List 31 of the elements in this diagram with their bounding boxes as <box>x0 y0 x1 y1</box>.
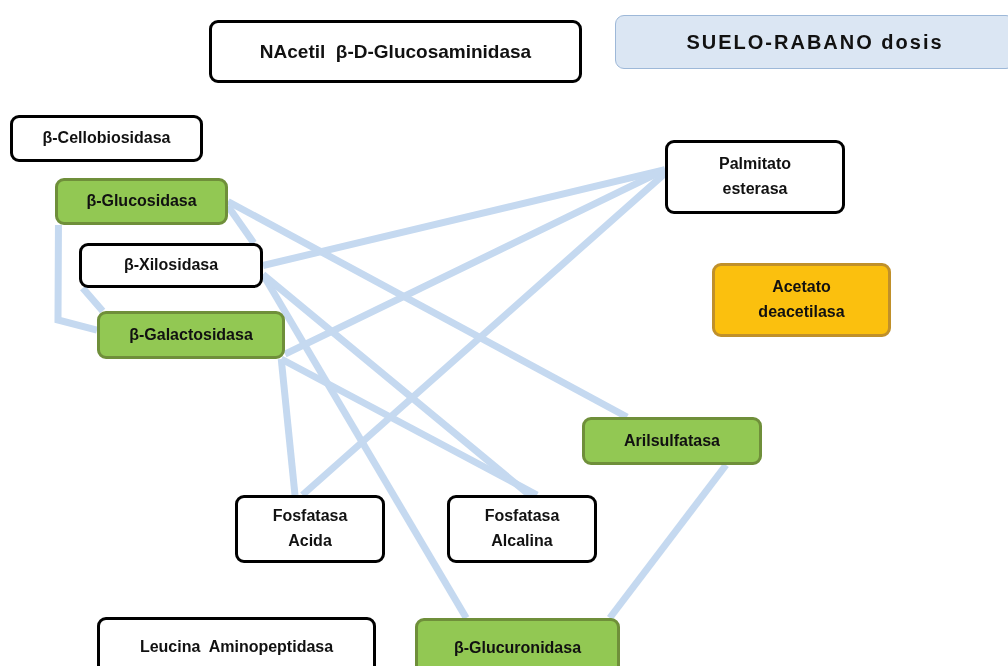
enzyme-label: Acetato deacetilasa <box>757 277 846 322</box>
title-text: SUELO-RABANO dosis <box>686 29 944 55</box>
enzyme-box <box>582 417 762 465</box>
enzyme-label: β-Cellobiosidasa <box>42 128 171 149</box>
enzyme-label: Palmitato esterasa <box>718 154 792 199</box>
enzyme-label: β-Galactosidasa <box>129 324 253 345</box>
enzyme-box <box>97 311 285 359</box>
enzyme-box <box>10 115 203 162</box>
enzyme-label: β-Glucosidasa <box>86 191 197 212</box>
connector-line <box>54 225 98 334</box>
enzyme-label: Arilsulfatasa <box>623 430 720 451</box>
enzyme-label: β-Xilosidasa <box>123 255 219 276</box>
enzyme-label: NAcetil β-D-Glucosaminidasa <box>259 39 532 64</box>
enzyme-box <box>447 495 597 563</box>
enzyme-box <box>415 618 620 666</box>
enzyme-label: Leucina Aminopeptidasa <box>139 636 334 657</box>
enzyme-box <box>665 140 845 214</box>
enzyme-box <box>235 495 385 563</box>
connector-line <box>262 166 666 269</box>
enzyme-label: β-Glucuronidasa <box>453 637 582 658</box>
enzyme-box <box>712 263 891 337</box>
enzyme-box <box>209 20 582 83</box>
connector-line <box>277 358 299 496</box>
enzyme-label: Fosfatasa Alcalina <box>483 506 561 551</box>
connector-line <box>80 285 106 314</box>
connector-line <box>283 166 667 358</box>
title-box <box>615 15 1008 69</box>
enzyme-label: Fosfatasa Acida <box>271 506 349 551</box>
enzyme-box <box>55 178 228 225</box>
enzyme-box <box>79 243 263 288</box>
enzyme-box <box>97 617 376 666</box>
